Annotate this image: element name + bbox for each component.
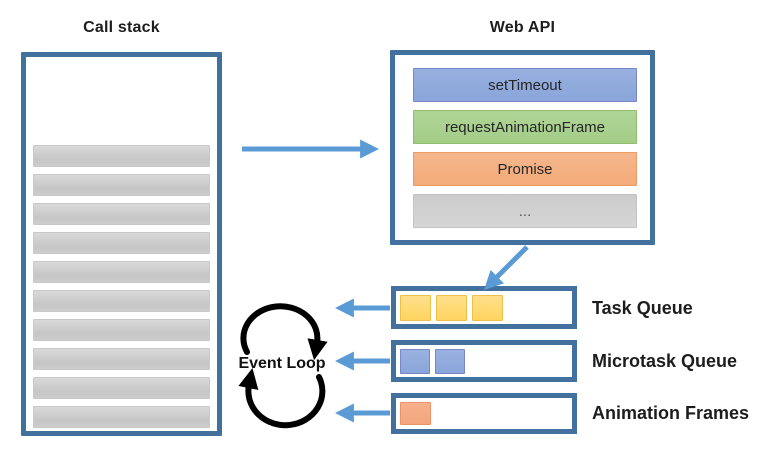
arrow-webapi-to-taskqueue	[483, 245, 529, 291]
animation-frames-box	[391, 393, 577, 434]
stack-frame	[33, 203, 210, 225]
stack-frame	[33, 377, 210, 399]
web-api-box: setTimeout requestAnimationFrame Promise…	[390, 50, 655, 245]
web-api-item-promise: Promise	[413, 152, 637, 186]
animation-frame-item	[400, 402, 431, 425]
microtask-queue-label: Microtask Queue	[592, 351, 738, 371]
event-loop-label: Event Loop	[238, 355, 326, 372]
call-stack-frames	[33, 145, 210, 428]
microtask-queue-items	[400, 348, 465, 374]
task-queue-item	[400, 294, 431, 321]
stack-frame	[33, 348, 210, 370]
task-queue-item	[436, 294, 467, 321]
event-loop-bottom-arc-icon	[238, 367, 326, 429]
stack-frame	[33, 290, 210, 312]
animation-frames-items	[400, 402, 431, 425]
task-queue-item	[472, 294, 503, 321]
task-queue-items	[400, 294, 503, 321]
web-api-item-requestanimationframe: requestAnimationFrame	[413, 110, 637, 144]
task-queue-label: Task Queue	[592, 298, 693, 318]
event-loop-top-arc-icon	[240, 303, 328, 361]
stack-frame	[33, 145, 210, 167]
microtask-queue-item	[435, 348, 465, 374]
task-queue-box	[391, 286, 577, 329]
microtask-queue-item	[400, 348, 430, 374]
stack-frame	[33, 174, 210, 196]
stack-frame	[33, 232, 210, 254]
web-api-item-ellipsis: ...	[413, 194, 637, 228]
stack-frame	[33, 319, 210, 341]
animation-frames-label: Animation Frames	[592, 403, 750, 423]
call-stack-title: Call stack	[83, 19, 160, 36]
stack-frame	[33, 406, 210, 428]
web-api-list: setTimeout requestAnimationFrame Promise…	[413, 68, 637, 228]
web-api-title: Web API	[489, 19, 556, 36]
web-api-item-settimeout: setTimeout	[413, 68, 637, 102]
microtask-queue-box	[391, 340, 577, 382]
stack-frame	[33, 261, 210, 283]
call-stack-box	[21, 52, 222, 436]
